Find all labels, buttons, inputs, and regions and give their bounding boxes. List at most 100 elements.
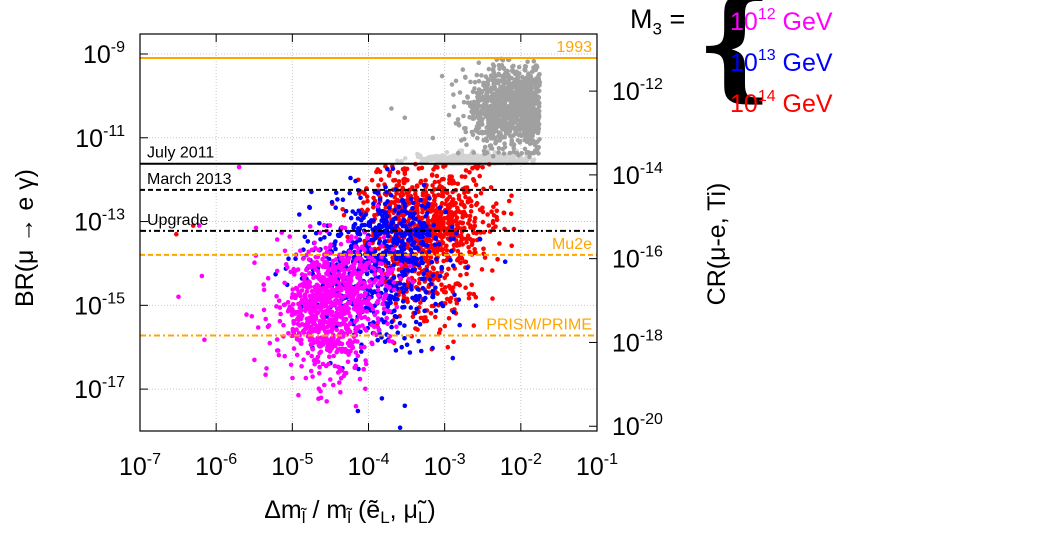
data-point [359,349,364,354]
data-point [522,123,528,128]
data-point [462,225,467,231]
data-point [340,346,345,352]
data-point [408,211,414,217]
legend: M3 = { 1012 GeV 1013 GeV 1014 GeV [630,0,930,122]
data-point [489,209,494,214]
data-point [514,95,520,101]
data-point [315,338,321,344]
data-point [371,195,376,201]
data-point [433,285,438,291]
data-point [396,204,402,209]
data-point [331,264,337,270]
data-point [361,366,367,372]
data-point [318,343,324,349]
data-point [521,108,527,113]
data-point [510,133,516,139]
data-point [465,265,470,271]
data-point [439,225,445,231]
data-point [346,292,351,297]
reference-line-label: Upgrade [147,212,208,229]
data-point [444,296,450,302]
data-point [442,231,447,236]
data-point [481,95,487,100]
data-point [531,65,536,70]
data-point [261,287,267,293]
data-point [471,103,476,108]
data-point [469,203,474,209]
data-point [519,102,525,107]
data-point [303,375,309,381]
data-point [516,132,522,138]
data-point [294,316,300,322]
data-point [451,309,457,315]
data-point [463,75,468,80]
data-point [298,300,304,306]
data-point [199,273,205,279]
data-point [395,158,400,163]
data-point [418,240,424,246]
data-point [382,339,388,345]
data-point [477,237,483,242]
data-point [398,192,403,198]
data-point [466,295,472,301]
data-point [482,144,488,150]
data-point [404,166,410,172]
data-point [402,336,407,341]
data-point [306,257,312,262]
data-point [353,244,358,249]
data-point [486,133,491,138]
data-point [302,234,308,240]
data-point [408,305,414,310]
data-point [515,101,521,107]
data-point [433,301,438,307]
data-point [367,221,373,226]
data-point [525,150,531,155]
data-point [326,277,332,282]
x-tick-label: 10-4 [347,451,389,481]
data-point [353,178,358,184]
data-point [291,346,297,351]
data-point [352,365,358,371]
data-point [415,327,420,332]
data-point [420,209,425,215]
data-point [395,238,401,244]
data-point [315,285,321,290]
data-point [429,303,435,309]
data-point [464,271,469,277]
data-point [328,242,334,247]
data-point [397,281,403,286]
data-point [492,85,498,90]
data-point [310,374,315,379]
data-point [336,271,342,277]
right-axis-label: CR(μ-e, Ti) [703,183,731,306]
data-point [379,244,385,249]
data-point [321,299,327,305]
data-point [428,238,433,244]
data-point [281,322,286,328]
data-point [439,282,444,288]
data-point [500,76,505,82]
data-point [330,325,336,331]
data-point [386,279,392,285]
data-point [492,75,497,80]
data-point [390,246,396,252]
data-point [534,123,540,128]
data-point [459,150,465,155]
data-point [316,262,322,268]
data-point [405,299,410,305]
data-point [288,362,294,368]
data-point [477,173,483,179]
data-point [456,121,461,126]
data-point [381,235,387,240]
data-point [500,58,506,63]
data-point [463,285,468,291]
data-point [327,282,332,287]
data-point [443,285,448,290]
data-point [399,344,405,350]
data-point [522,128,528,133]
data-point [446,316,452,321]
data-point [432,194,438,200]
data-point [316,396,321,402]
y-tick-label: 10-11 [75,123,125,153]
data-point [441,176,446,182]
